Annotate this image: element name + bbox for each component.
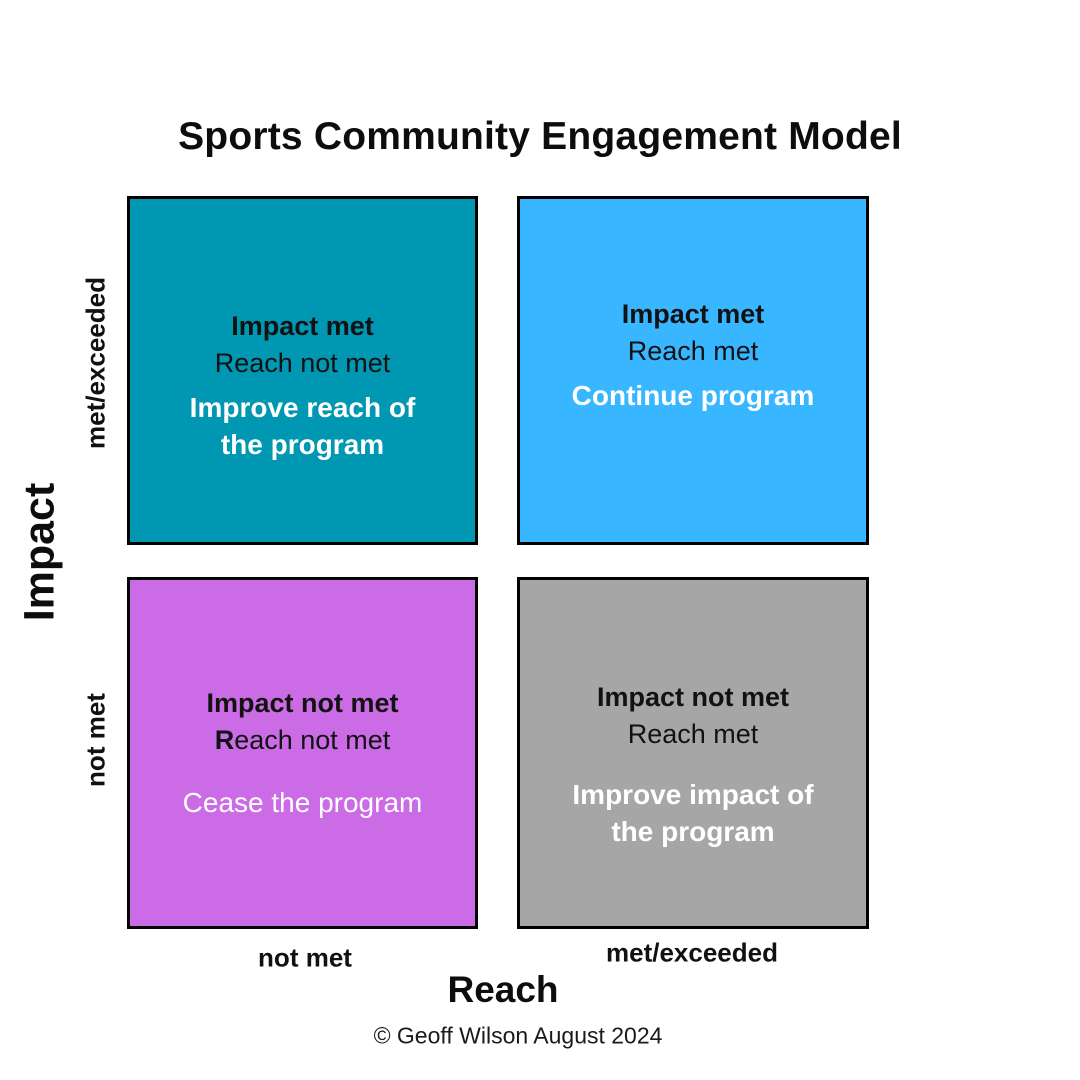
quadrant-impact-not-met-reach-met: Impact not met Reach met Improve impact … xyxy=(517,577,869,929)
quadrant-action-label: Cease the program xyxy=(182,787,423,818)
reach-status-label: Reach met xyxy=(627,718,759,749)
impact-status-label: Impact not met xyxy=(596,681,790,712)
reach-status-label: Reach met xyxy=(627,335,759,366)
y-axis-tick-not-met: not met xyxy=(80,693,111,787)
reach-status-label: Reach not met xyxy=(215,722,391,759)
x-axis-title: Reach xyxy=(447,969,559,1010)
quadrant-action-label: Improve impact of the program xyxy=(572,778,814,847)
impact-status-label: Impact met xyxy=(231,311,374,341)
y-axis-tick-met-exceeded: met/exceeded xyxy=(80,277,111,449)
impact-status-label: Impact not met xyxy=(206,688,399,718)
reach-status-rest: each not met xyxy=(234,725,391,755)
reach-status-label: Reach not met xyxy=(214,348,391,378)
x-axis-tick-met-exceeded: met/exceeded xyxy=(606,937,778,968)
copyright-notice: © Geoff Wilson August 2024 xyxy=(373,1022,663,1049)
reach-status-bold-initial: R xyxy=(214,725,235,755)
quadrant-action-label: Continue program xyxy=(571,379,815,411)
impact-status-label: Impact met xyxy=(621,298,765,329)
x-axis-tick-not-met: not met xyxy=(258,942,352,973)
quadrant-action-label: Improve reach of the program xyxy=(189,392,416,460)
quadrant-impact-not-met-reach-not-met: Impact not met Reach not met Cease the p… xyxy=(127,577,478,929)
y-axis-title: Impact xyxy=(15,482,64,622)
quadrant-impact-met-reach-met: Impact met Reach met Continue program xyxy=(517,196,869,545)
page-title: Sports Community Engagement Model xyxy=(178,115,902,158)
quadrant-impact-met-reach-not-met: Impact met Reach not met Improve reach o… xyxy=(127,196,478,545)
